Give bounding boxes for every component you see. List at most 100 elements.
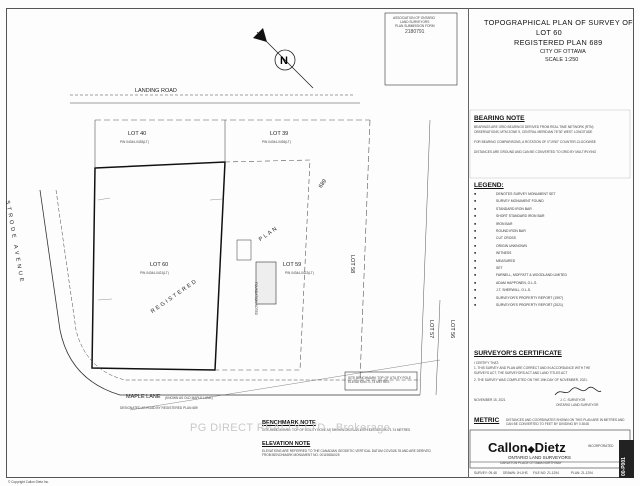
lot39-pin: PIN 04344-0436(LT) bbox=[262, 140, 291, 144]
legend-symbol-icon: ■ bbox=[474, 303, 477, 307]
legend-row: ■ STANDARD IRON BAR bbox=[474, 207, 532, 211]
certificate-line-1: I CERTIFY THAT: bbox=[474, 361, 499, 365]
elevation-text: ELEVATIONS ARE REFERRED TO THE CANADIAN … bbox=[262, 449, 431, 457]
legend-symbol-icon: ■ bbox=[474, 214, 477, 219]
landing-road-label: LANDING ROAD bbox=[135, 88, 177, 94]
plan-title: TOPOGRAPHICAL PLAN OF SURVEY OF bbox=[484, 18, 633, 27]
footer-survey: SURVEY: 09-48 bbox=[474, 471, 497, 475]
legend-symbol-icon: ■ bbox=[474, 229, 477, 233]
foundation-label: FOUNDATION NOTED bbox=[254, 282, 258, 315]
plan-lot: LOT 60 bbox=[536, 28, 563, 37]
road-note: DESIGNATED AS ROAD BY REGISTERED PLAN 68… bbox=[120, 406, 198, 410]
brokerage-watermark: PG DIRECT REALTY LTD., Brokerage bbox=[190, 422, 391, 434]
certificate-line-4: 2. THE SURVEY WAS COMPLETED ON THE 19th … bbox=[474, 378, 588, 382]
footer-file: FILE NO: 21-1294 bbox=[533, 471, 559, 475]
submission-seal bbox=[384, 12, 458, 86]
footer-plan: PLAN: 21-1294 bbox=[571, 471, 593, 475]
legend-row: ■ WITNESS bbox=[474, 251, 511, 255]
legend-text: SURVEY MONUMENT FOUND bbox=[496, 199, 544, 204]
legend-symbol-icon: ■ bbox=[474, 251, 477, 256]
title-block-divider bbox=[468, 8, 469, 478]
lot59-label: LOT 59 bbox=[283, 262, 302, 268]
legend-row: ■ MEASURED bbox=[474, 259, 515, 263]
firm-subtitle: ONTARIO LAND SURVEYORS bbox=[508, 455, 571, 460]
side-plan-number: 00-P001 bbox=[621, 457, 627, 476]
legend-symbol-icon: ■ bbox=[474, 273, 477, 278]
benchmark-callout: SITE BENCHMARK TOP OF UTILITY POLE ELEVA… bbox=[348, 376, 411, 384]
sheet-border bbox=[6, 8, 634, 478]
legend-row: ■ DENOTES SURVEY MONUMENT SET bbox=[474, 192, 556, 196]
bearing-note-heading: BEARING NOTE bbox=[474, 115, 525, 122]
metric-heading: METRIC bbox=[474, 417, 500, 424]
firm-name-b: Dietz bbox=[534, 440, 566, 455]
legend-text: SET bbox=[496, 266, 503, 270]
firm-incorporated: INCORPORATED bbox=[588, 444, 614, 448]
metric-text: DISTANCES AND COORDINATES SHOWN ON THIS … bbox=[506, 418, 625, 426]
legend-row: ■ORIGIN UNKNOWN bbox=[474, 244, 527, 248]
legend-text: CUT CROSS bbox=[496, 236, 516, 241]
certificate-surveyor: J. C. SURVEYOR bbox=[560, 398, 586, 402]
legend-text: STANDARD IRON BAR bbox=[496, 206, 532, 211]
bearing-text-2: OBSERVATIONS, MTM ZONE 9, CENTRAL MERIDI… bbox=[474, 130, 593, 134]
seal-line1: ASSOCIATION OF ONTARIO bbox=[393, 16, 436, 20]
certificate-date: NOVEMBER 15, 2021 bbox=[474, 398, 506, 402]
plan-city: CITY OF OTTAWA bbox=[540, 49, 586, 55]
legend-text: ADAM HAPPONEN, O.L.S. bbox=[496, 280, 538, 285]
legend-text: J.T. SHERWILL, O.L.S. bbox=[496, 288, 531, 293]
legend-text: FARNELL, MOFFATT & WOODLAND LIMITED bbox=[496, 273, 567, 278]
lot40-label: LOT 40 bbox=[128, 131, 147, 137]
firm-places: CARLETON PLACE OTTAWA NORTH BAY bbox=[500, 461, 562, 465]
plan-scale: SCALE 1:250 bbox=[545, 57, 579, 63]
legend-row: ■ J.T. SHERWILL, O.L.S. bbox=[474, 288, 531, 292]
legend-row: ■SET bbox=[474, 266, 503, 270]
legend-symbol-icon: ■ bbox=[474, 236, 477, 241]
legend-row: ■ ROUND IRON BAR bbox=[474, 229, 526, 233]
legend-symbol-icon: ■ bbox=[474, 295, 477, 300]
legend-symbol-icon: ■ bbox=[474, 258, 477, 263]
legend-row: ■SURVEYOR'S PROPERTY REPORT (1997) bbox=[474, 296, 563, 300]
legend-row: ■ CUT CROSS bbox=[474, 236, 516, 240]
lot60-pin: PIN 04344-0421(LT) bbox=[140, 271, 169, 275]
legend-symbol-icon: ■ bbox=[474, 206, 477, 211]
legend-symbol-icon: ■ bbox=[474, 243, 477, 248]
benchmark-heading: BENCHMARK NOTE bbox=[262, 420, 316, 426]
footer-drawn: DRAWN: JH-JHS bbox=[503, 471, 528, 475]
elevation-heading: ELEVATION NOTE bbox=[262, 441, 311, 447]
lot57-label: LOT 57 bbox=[428, 320, 434, 339]
bearing-text-4: DISTANCES ARE GROUND AND CAN BE CONVERTE… bbox=[474, 150, 597, 154]
legend-text: IRON BAR bbox=[496, 221, 513, 226]
seal-number: 2180791 bbox=[405, 29, 425, 35]
lot59-pin: PIN 04344-0422(LT) bbox=[285, 271, 314, 275]
legend-row: ■ SHORT STANDARD IRON BAR bbox=[474, 214, 544, 218]
legend-symbol-icon: ■ bbox=[474, 280, 477, 285]
lot40-pin: PIN 04344-0435(LT) bbox=[120, 140, 149, 144]
legend-row: ■ ADAM HAPPONEN, O.L.S. bbox=[474, 281, 537, 285]
legend-text: DENOTES SURVEY MONUMENT SET bbox=[496, 192, 556, 196]
lot60-label: LOT 60 bbox=[150, 262, 169, 268]
certificate-line-3: SURVEYS ACT, THE SURVEYORS ACT AND LAND … bbox=[474, 371, 568, 375]
certificate-role: ONTARIO LAND SURVEYOR bbox=[556, 403, 599, 407]
bearing-text-3: FOR BEARING COMPARISONS, A ROTATION OF 0… bbox=[474, 140, 596, 144]
legend-symbol-icon: ■ bbox=[474, 221, 477, 226]
legend-symbol-icon: ■ bbox=[474, 288, 477, 293]
lot39-label: LOT 39 bbox=[270, 131, 289, 137]
benchmark-text: SITE BENCHMARK: TOP OF UTILITY POLE AS S… bbox=[262, 428, 411, 432]
certificate-heading: SURVEYOR'S CERTIFICATE bbox=[474, 350, 562, 357]
legend-row: ■ FARNELL, MOFFATT & WOODLAND LIMITED bbox=[474, 273, 567, 277]
legend-row: ■SURVEYOR'S PROPERTY REPORT (2021) bbox=[474, 303, 563, 307]
legend-text: MEASURED bbox=[496, 258, 516, 263]
legend-text: SHORT STANDARD IRON BAR bbox=[496, 214, 545, 219]
legend-heading: LEGEND: bbox=[474, 182, 504, 189]
legend-text: WITNESS bbox=[496, 251, 512, 256]
maple-lane-sub: (KNOWN AS OLD MAPLE LANE) bbox=[165, 396, 213, 400]
copyright-text: © Copyright Callon Dietz Inc. bbox=[8, 480, 49, 484]
svg-text:N: N bbox=[280, 55, 288, 67]
maple-lane-label: MAPLE LANE bbox=[126, 394, 161, 400]
legend-symbol-icon: ■ bbox=[474, 192, 477, 196]
certificate-line-2: 1. THIS SURVEY AND PLAN ARE CORRECT AND … bbox=[474, 366, 591, 370]
lot58-label: LOT 58 bbox=[349, 255, 355, 274]
legend-text: ROUND IRON BAR bbox=[496, 229, 526, 233]
firm-name-a: Callon bbox=[488, 440, 528, 455]
